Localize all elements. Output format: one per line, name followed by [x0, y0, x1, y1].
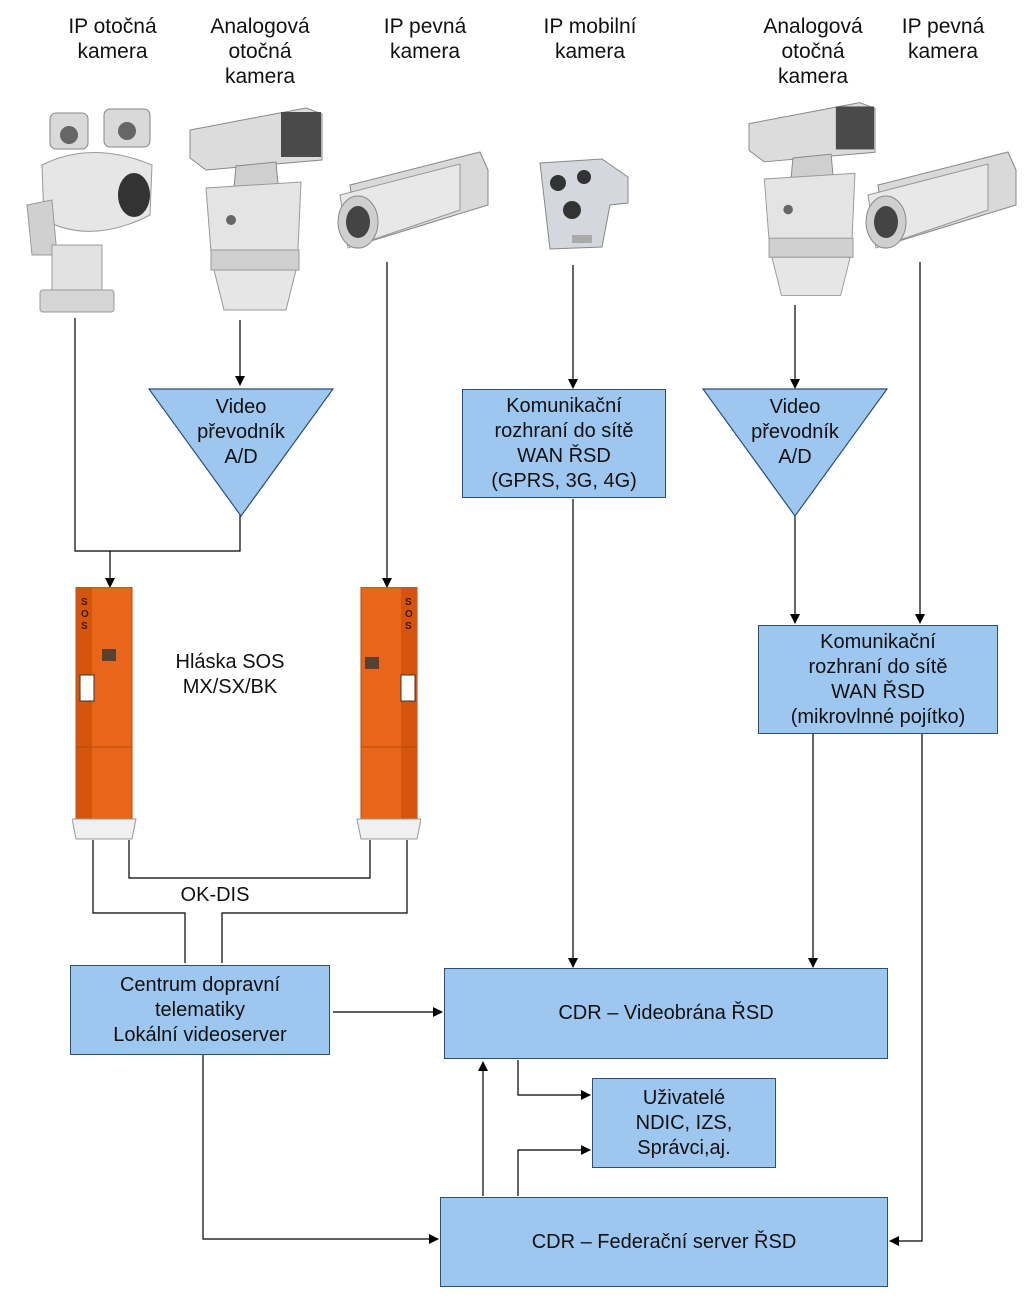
svg-text:S: S — [405, 597, 412, 608]
analog-ptz-camera-icon-right — [748, 102, 876, 296]
ip-fixed-camera-icon — [337, 151, 489, 249]
comm-interface-mobile: Komunikační rozhraní do sítě WAN ŘSD (GP… — [462, 389, 666, 498]
camera-label-ip-ptz: IP otočná kamera — [68, 15, 157, 63]
cdr-federation-server: CDR – Federační server ŘSD — [440, 1197, 888, 1287]
sos-label: Hláska SOS MX/SX/BK — [175, 651, 285, 698]
okdis-label: OK-DIS — [180, 884, 250, 906]
camera-label-ip-mobile: IP mobilní kamera — [543, 15, 637, 63]
video-converter-left-label: Video převodník A/D — [197, 396, 285, 468]
camera-label-ip-fixed-left: IP pevná kamera — [383, 15, 467, 63]
camera-label-analog-ptz-right: Analogová otočná kamera — [763, 15, 863, 88]
ip-mobile-camera-icon — [539, 158, 629, 250]
sos-column-right-icon: S O S — [356, 587, 421, 840]
camera-label-ip-fixed-right: IP pevná kamera — [901, 15, 985, 63]
video-converter-right-shape — [702, 388, 888, 518]
sos-mark-left: S — [81, 597, 88, 608]
camera-label-analog-ptz-left: Analogová otočná kamera — [210, 15, 310, 88]
ip-fixed-camera-icon-right — [865, 151, 1017, 249]
traffic-telematics-center: Centrum dopravní telematiky Lokální vide… — [70, 965, 330, 1055]
svg-text:S: S — [405, 621, 412, 632]
comm-interface-microwave: Komunikační rozhraní do sítě WAN ŘSD (mi… — [758, 625, 998, 734]
analog-ptz-camera-icon — [189, 107, 323, 311]
video-converter-left-shape — [148, 388, 334, 518]
users-box: Uživatelé NDIC, IZS, Správci,aj. — [592, 1078, 776, 1168]
cdr-video-gateway: CDR – Videobrána ŘSD — [444, 968, 888, 1059]
ip-ptz-camera-icon — [26, 108, 153, 313]
video-converter-right-label: Video převodník A/D — [751, 396, 839, 468]
svg-text:O: O — [405, 609, 413, 620]
svg-text:O: O — [81, 609, 89, 620]
sos-column-left-icon: S O S — [72, 587, 137, 840]
svg-text:S: S — [81, 621, 88, 632]
